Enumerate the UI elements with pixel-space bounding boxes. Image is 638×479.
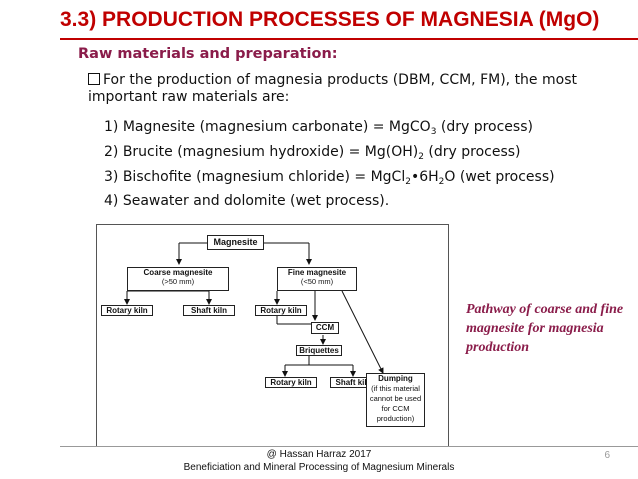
section-subheading: Raw materials and preparation: <box>78 46 338 62</box>
flow-arrows <box>124 242 384 377</box>
node-coarse-magnesite: Coarse magnesite (>50 mm) <box>127 267 229 291</box>
checkbox-bullet-icon <box>88 73 100 85</box>
bullet-paragraph: For the production of magnesia products … <box>88 72 628 106</box>
footer-author: @ Hassan Harraz 2017 <box>266 449 372 460</box>
node-magnesite: Magnesite <box>207 235 264 250</box>
node-dumping: Dumping (if this material cannot be used… <box>366 373 425 427</box>
node-ccm: CCM <box>311 322 339 334</box>
raw-material-item-2: 2) Brucite (magnesium hydroxide) = Mg(OH… <box>104 144 521 162</box>
raw-material-item-4: 4) Seawater and dolomite (wet process). <box>104 193 390 209</box>
page-number: 6 <box>604 450 610 461</box>
footer-course: Beneficiation and Mineral Processing of … <box>183 462 455 473</box>
diagram-caption: Pathway of coarse and fine magnesite for… <box>466 302 624 355</box>
raw-material-item-3: 3) Bischofite (magnesium chloride) = MgC… <box>104 169 555 187</box>
node-fine-magnesite: Fine magnesite (<50 mm) <box>277 267 357 291</box>
node-rotary-kiln-fine: Rotary kiln <box>255 305 307 316</box>
bullet-text: For the production of magnesia products … <box>88 72 577 105</box>
node-briquettes: Briquettes <box>296 345 342 356</box>
raw-material-item-1: 1) Magnesite (magnesium carbonate) = MgC… <box>104 119 533 137</box>
footer-divider <box>60 446 638 447</box>
node-rotary-kiln-coarse: Rotary kiln <box>101 305 153 316</box>
title-divider <box>60 38 638 40</box>
node-shaft-kiln-coarse: Shaft kiln <box>183 305 235 316</box>
slide-title: 3.3) PRODUCTION PROCESSES OF MAGNESIA (M… <box>60 8 600 31</box>
node-rotary-kiln-briquettes: Rotary kiln <box>265 377 317 388</box>
process-flow-diagram: Magnesite Coarse magnesite (>50 mm) Fine… <box>96 224 449 447</box>
